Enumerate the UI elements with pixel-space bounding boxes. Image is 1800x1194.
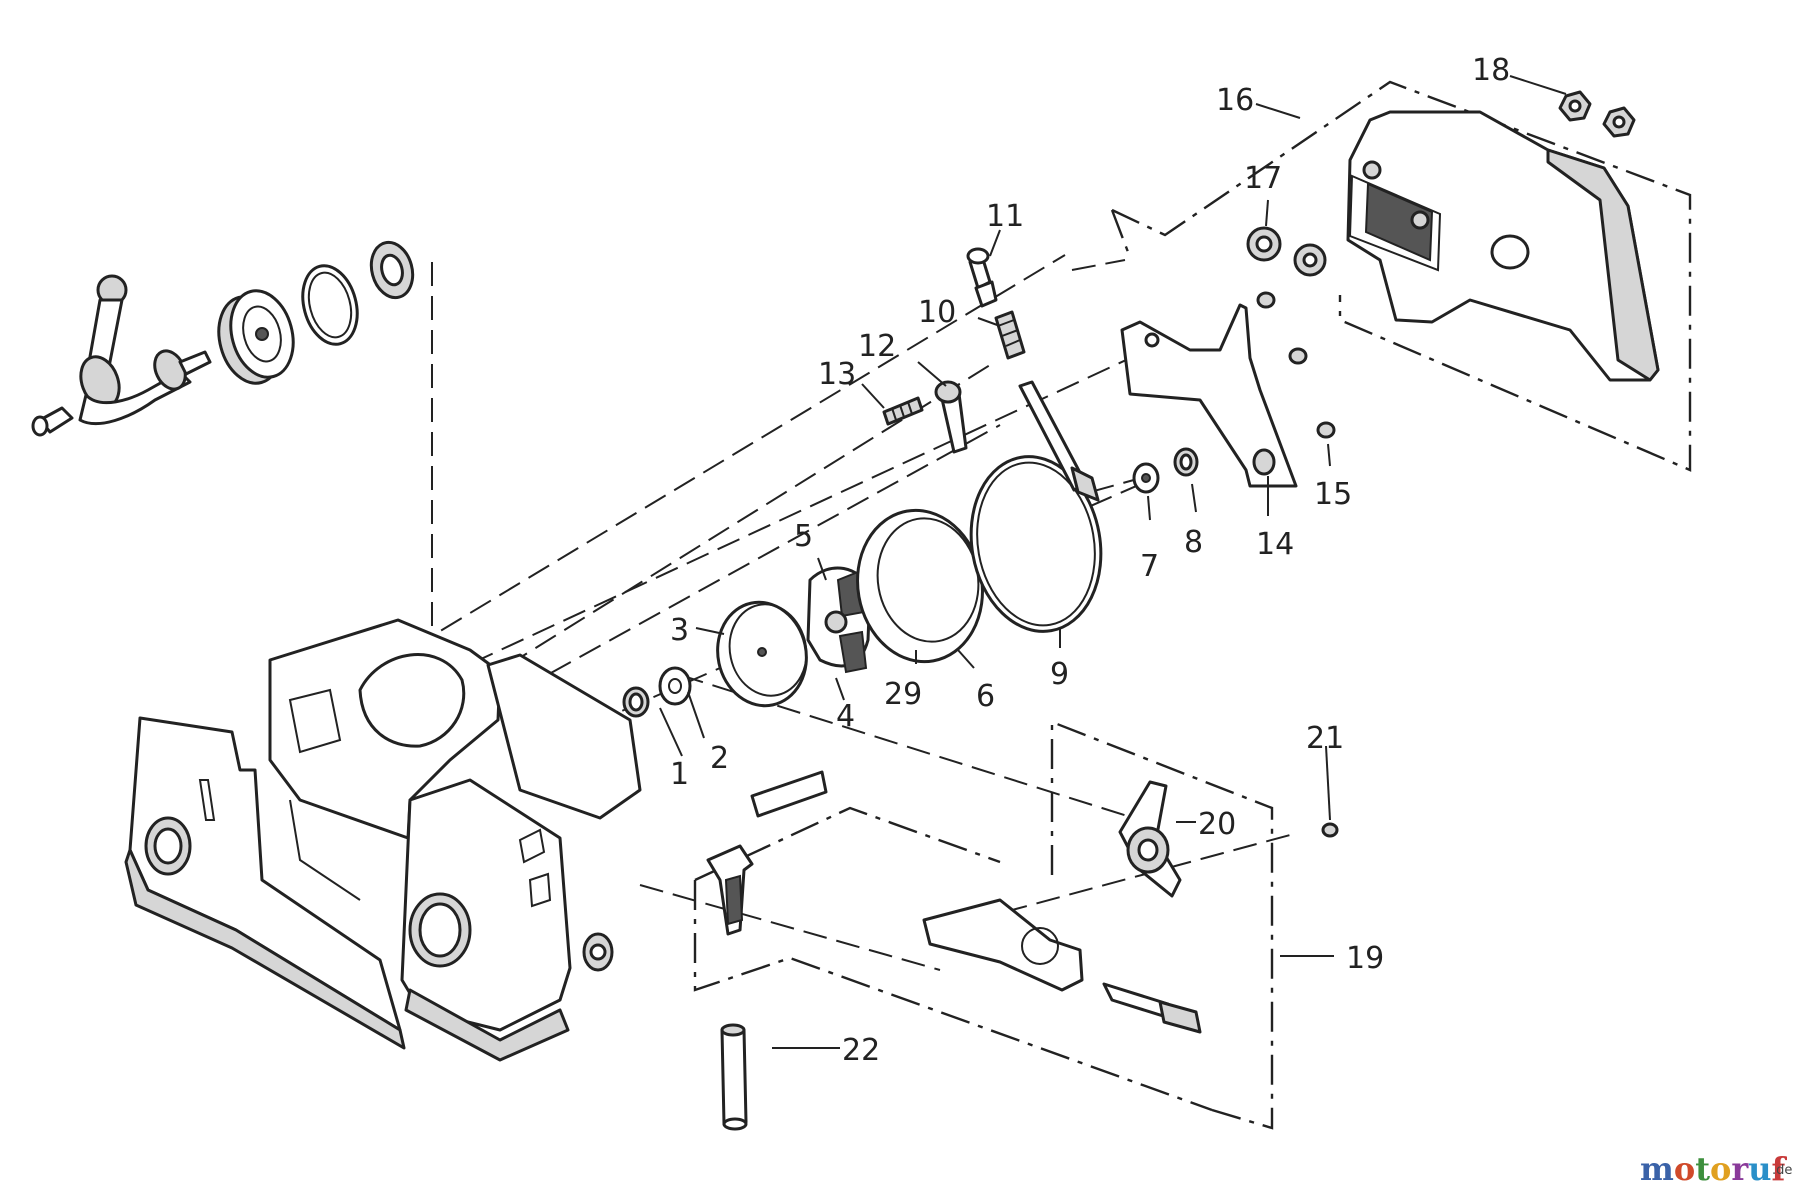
part-20-wing-nut: [1118, 780, 1182, 898]
callout-labels: 1 2 3 4 5 29 6 9 7 8 14 15 11 10 12 13 1…: [670, 53, 1510, 1068]
callout-5: 5: [794, 519, 813, 554]
part-1-nut: [622, 686, 650, 718]
wm-letter: r: [1731, 1150, 1749, 1188]
part-16-chain-cover: [1346, 110, 1660, 382]
part-15-screws: [1256, 291, 1336, 439]
part-3-disc: [716, 600, 808, 708]
seal-ring: [301, 264, 359, 346]
part-12-lever: [934, 380, 968, 454]
part-9-brake-band: [969, 380, 1103, 633]
part-21-screw: [1321, 822, 1339, 838]
callout-3: 3: [670, 613, 689, 648]
part-13-spring: [882, 396, 924, 426]
callout-11: 11: [986, 199, 1024, 234]
assembly-lines: [411, 254, 1291, 971]
callout-8: 8: [1184, 525, 1203, 560]
oil-seal: [369, 240, 415, 300]
wm-letter: t: [1695, 1150, 1710, 1188]
part-8-nut: [1173, 447, 1199, 477]
part-17-nuts: [1246, 226, 1327, 277]
callout-20: 20: [1198, 807, 1236, 842]
callout-10: 10: [918, 295, 956, 330]
callout-18: 18: [1472, 53, 1510, 88]
bearing: [217, 289, 295, 385]
callout-15: 15: [1314, 477, 1352, 512]
callout-2: 2: [710, 741, 729, 776]
wm-letter: u: [1748, 1150, 1771, 1188]
wm-letter: o: [1710, 1150, 1731, 1188]
part-11-pin: [966, 247, 998, 308]
callout-22: 22: [842, 1033, 880, 1068]
part-10-spring: [994, 310, 1026, 360]
wm-letter: f: [1771, 1150, 1787, 1188]
svg-text:motoruf: motoruf: [1640, 1150, 1787, 1188]
wm-letter: o: [1674, 1150, 1695, 1188]
callout-19: 19: [1346, 941, 1384, 976]
callout-17: 17: [1244, 161, 1282, 196]
callout-13: 13: [818, 357, 856, 392]
part-7-washer: [1132, 462, 1160, 494]
callout-7: 7: [1140, 549, 1159, 584]
part-19-tensioner: [706, 770, 1202, 1034]
callout-6: 6: [976, 679, 995, 714]
callout-14: 14: [1256, 527, 1294, 562]
part-14-bracket: [1120, 303, 1298, 488]
part-18-nuts: [1558, 90, 1636, 138]
watermark-logo: motoruf .de: [1640, 1150, 1792, 1188]
wm-suffix: .de: [1772, 1163, 1792, 1178]
callout-4: 4: [836, 699, 855, 734]
callout-29: 29: [884, 677, 922, 712]
leader-lines: [659, 75, 1567, 1049]
callout-9: 9: [1050, 657, 1069, 692]
crankshaft: [31, 274, 212, 437]
part-22-pin: [720, 1023, 748, 1131]
wm-letter: m: [1640, 1150, 1674, 1188]
part-2-washer: [658, 666, 692, 706]
callout-16: 16: [1216, 83, 1254, 118]
callout-21: 21: [1306, 721, 1344, 756]
crankcase: [124, 618, 642, 1062]
callout-12: 12: [858, 329, 896, 364]
callout-1: 1: [670, 757, 689, 792]
